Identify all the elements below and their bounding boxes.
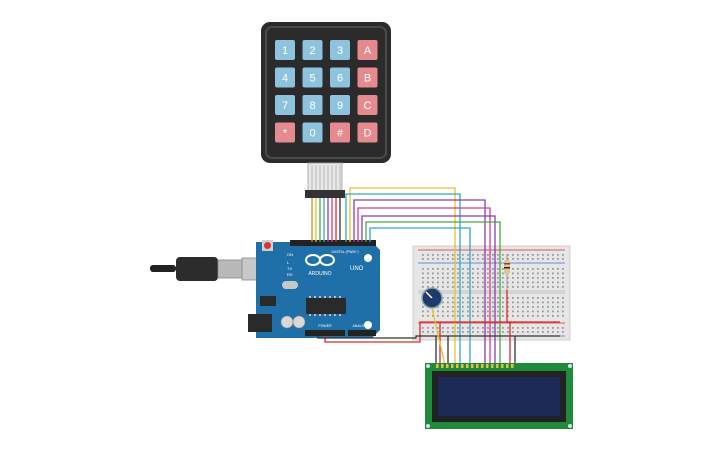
wire-resistor-red	[506, 290, 511, 365]
lcd-pins	[436, 364, 514, 368]
resistor[interactable]	[504, 254, 510, 290]
keypad-key-label: 9	[337, 100, 343, 112]
keypad-key-4[interactable]	[275, 67, 295, 88]
keypad-key-label: *	[283, 128, 288, 140]
wire-lcd-yellow	[349, 187, 456, 365]
capacitor	[280, 315, 294, 329]
keypad-key-label: B	[364, 73, 371, 85]
wire-power-red	[324, 321, 560, 343]
wire-lcd-purple	[353, 199, 486, 365]
usb-cable-wire	[150, 265, 176, 272]
wire-lcd-pink	[357, 207, 491, 365]
power-label: POWER	[318, 324, 332, 328]
breadboard-holes	[422, 254, 564, 333]
usb-cable	[150, 257, 271, 281]
potentiometer-knob-indicator	[425, 291, 433, 299]
wire-lcd-green	[365, 221, 501, 365]
keypad-key-3[interactable]	[330, 40, 350, 60]
keypad-key-label: 5	[309, 73, 315, 85]
wire-lcd-cyan	[345, 193, 461, 365]
power-header	[305, 330, 345, 336]
keypad-key-label: A	[364, 45, 372, 57]
keypad-key-label: 1	[282, 45, 288, 57]
capacitor	[292, 315, 306, 329]
keypad-key-label: 4	[282, 73, 288, 85]
analog-label: ANALOG IN	[352, 324, 372, 328]
usb-plug-body	[176, 257, 218, 281]
keypad-key-C[interactable]	[357, 95, 378, 115]
keypad-key-label: 3	[337, 45, 343, 57]
arduino-mount-hole	[364, 321, 372, 329]
lcd-16x2[interactable]	[425, 363, 573, 429]
keypad-key-label: C	[364, 100, 372, 112]
arduino-mount-hole	[364, 254, 372, 262]
keypad-key-label: #	[337, 128, 344, 140]
keypad-connector	[305, 190, 345, 198]
keypad-key-5[interactable]	[302, 67, 323, 88]
keypad-key-label: D	[364, 128, 372, 140]
keypad-key-label: 6	[337, 73, 343, 85]
keypad-key-1[interactable]	[275, 40, 295, 60]
keypad-key-#[interactable]	[330, 122, 350, 143]
keypad-ribbon	[307, 162, 343, 192]
wire-pot-yellow	[431, 307, 446, 366]
wire-ground-black	[317, 335, 560, 339]
digital-header	[290, 240, 376, 246]
tx-label: TX	[287, 266, 292, 271]
arduino-regulator	[260, 296, 276, 306]
keypad-key-9[interactable]	[330, 95, 350, 115]
digital-label: DIGITAL (PWM~)	[331, 250, 358, 254]
keypad-keys: 1 2 3 A 4 5 6 B 7 8 9 C * 0 # D	[275, 40, 378, 143]
keypad-key-label: 0	[309, 128, 315, 140]
keypad-inner-border	[265, 26, 387, 159]
usb-plug-metal	[217, 259, 243, 279]
keypad-key-label: 8	[309, 100, 315, 112]
wire-lcd-purple2	[361, 215, 496, 365]
rx-label: RX	[287, 272, 293, 277]
arduino-logo-icon	[305, 254, 335, 266]
atmega-chip	[306, 298, 346, 314]
lcd-mount-hole	[568, 364, 572, 368]
keypad-ribbon-lines	[311, 165, 341, 190]
arduino-crystal	[282, 281, 298, 289]
reset-button-cap	[264, 242, 271, 249]
l-label: L	[287, 260, 290, 265]
arduino-brand-label: ARDUINO	[308, 271, 331, 277]
keypad-key-7[interactable]	[275, 95, 295, 115]
chip-pins	[309, 296, 341, 316]
keypad-key-label: 7	[282, 100, 288, 112]
keypad-key-*[interactable]	[275, 122, 295, 143]
lcd-mount-hole	[426, 424, 430, 428]
keypad[interactable]: 1 2 3 A 4 5 6 B 7 8 9 C * 0 # D	[261, 22, 391, 198]
keypad-key-B[interactable]	[357, 67, 378, 88]
lcd-mount-hole	[426, 364, 430, 368]
breadboard[interactable]	[412, 245, 571, 341]
arduino-board	[256, 242, 380, 338]
keypad-key-D[interactable]	[357, 122, 378, 143]
dc-power-jack	[248, 314, 272, 332]
arduino-uno[interactable]: ARDUINO DIGITAL (PWM~) ON L TX RX UNO PO…	[248, 240, 380, 338]
keypad-key-6[interactable]	[330, 67, 350, 88]
keypad-key-0[interactable]	[302, 122, 323, 143]
lcd-mount-hole	[568, 424, 572, 428]
lcd-screen	[438, 377, 560, 416]
wire-lcd-cyan2	[369, 227, 471, 365]
on-label: ON	[287, 252, 293, 257]
uno-label: UNO	[350, 266, 364, 272]
keypad-key-8[interactable]	[302, 95, 323, 115]
keypad-key-A[interactable]	[357, 40, 378, 60]
keypad-key-2[interactable]	[302, 40, 323, 60]
keypad-key-label: 2	[309, 45, 315, 57]
breadboard-channel	[418, 290, 565, 294]
wires	[311, 187, 560, 366]
analog-header	[348, 330, 376, 336]
